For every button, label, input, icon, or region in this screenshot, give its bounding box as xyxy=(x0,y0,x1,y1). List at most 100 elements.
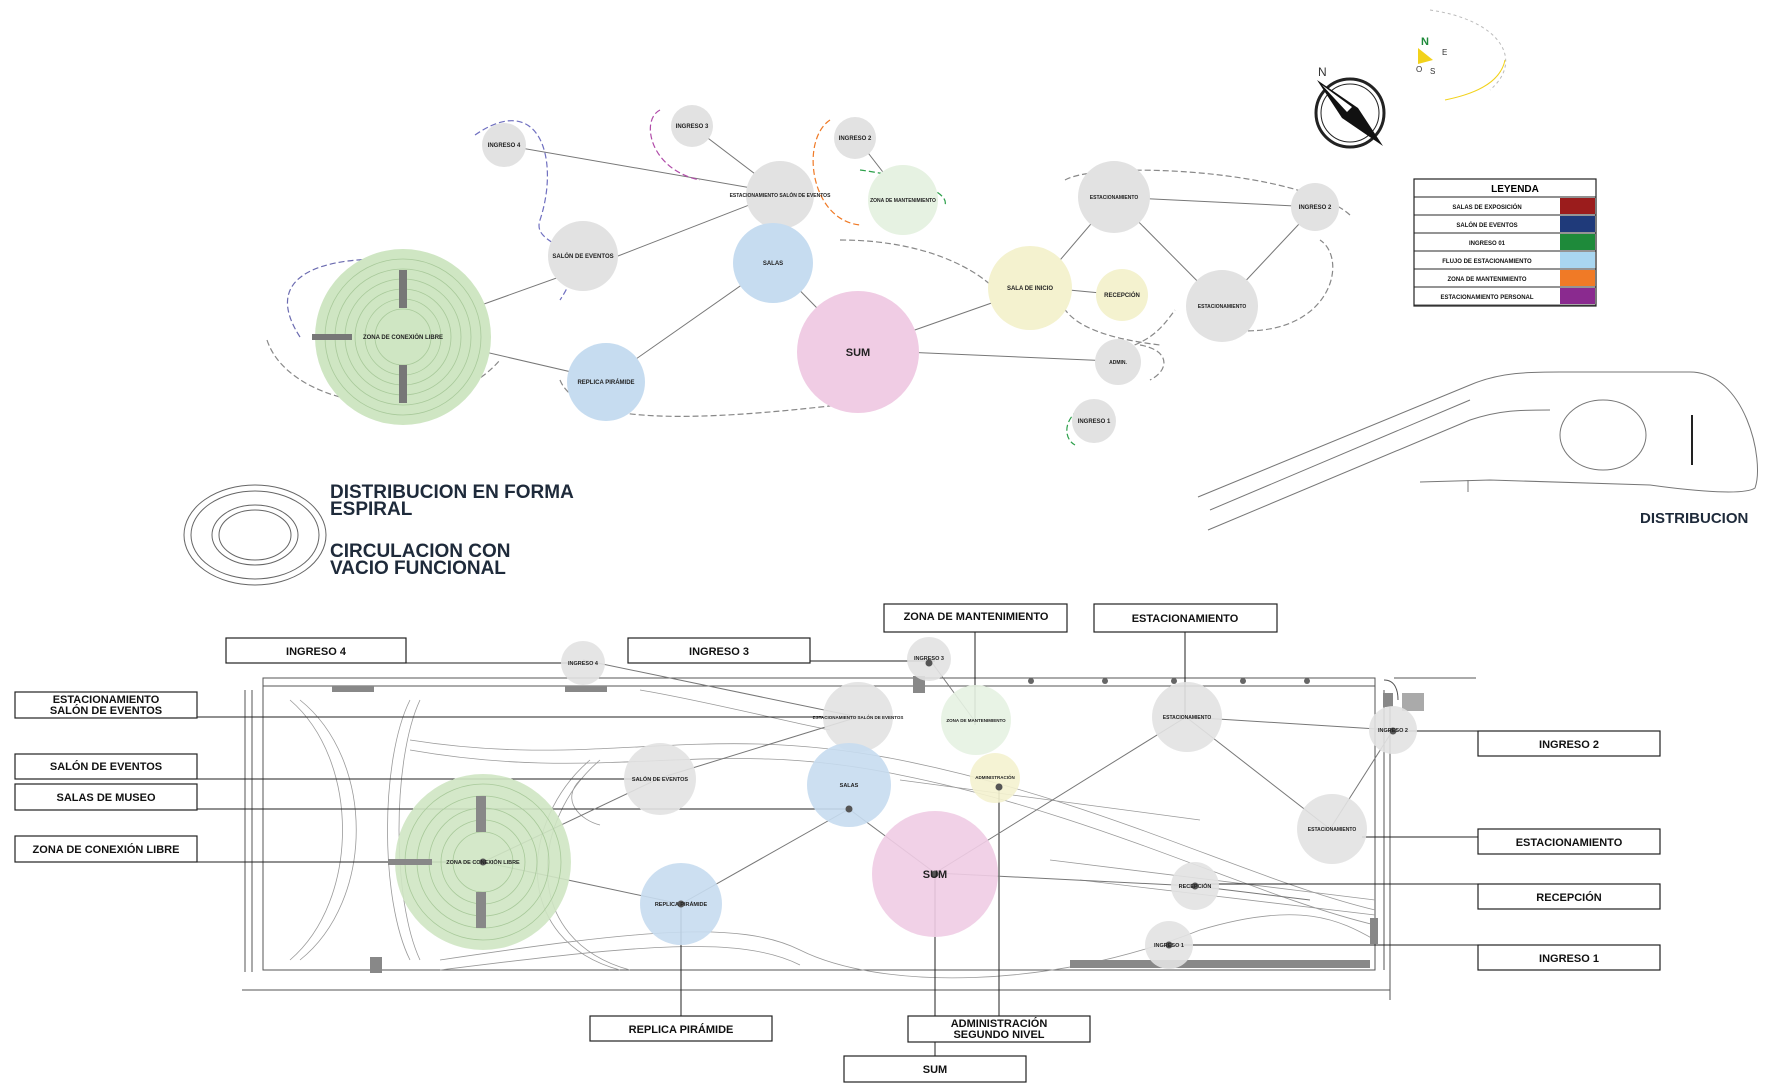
conexion-stairs xyxy=(312,270,407,403)
svg-text:N: N xyxy=(1421,36,1429,48)
bubble-ing1 xyxy=(1072,399,1116,443)
distribucion-label: DISTRIBUCION xyxy=(1640,510,1748,527)
label-sala-inicio: SALA DE INICIO xyxy=(1007,286,1053,292)
callout-box-sum xyxy=(843,1055,1027,1083)
svg-text:E: E xyxy=(1442,48,1447,57)
site-plan-frame xyxy=(242,677,1476,1000)
callout-zona-mant: ZONA DE MANTENIMIENTO xyxy=(904,611,1049,623)
label-est-salon: ESTACIONAMIENTO SALÓN DE EVENTOS xyxy=(730,191,832,199)
svg-text:O: O xyxy=(1416,65,1422,74)
legend-label: INGRESO 01 xyxy=(1469,241,1506,247)
bubble-admin xyxy=(1095,339,1141,385)
plan-label-ing4: INGRESO 4 xyxy=(568,661,599,667)
legend-label: SALAS DE EXPOSICIÓN xyxy=(1452,203,1521,211)
bubble-est-salon xyxy=(746,161,814,229)
plan-bubble-ing4 xyxy=(561,641,605,685)
plan-label-admin: ADMINISTRACIÓN xyxy=(975,773,1015,780)
callout-box-recepcion xyxy=(1477,883,1661,910)
bubble-salon xyxy=(548,221,618,291)
concept-2-line2: VACIO FUNCIONAL xyxy=(330,558,506,579)
callout-estac-top: ESTACIONAMIENTO xyxy=(1132,613,1239,625)
plan-label-recep: RECEPCIÓN xyxy=(1179,882,1212,890)
plan-bubble-salas xyxy=(807,743,891,827)
callout-box-ingreso1 xyxy=(1477,944,1661,971)
callout-admin-2: SEGUNDO NIVEL xyxy=(953,1029,1044,1041)
plan-bubble-salon xyxy=(624,743,696,815)
top-bubbles xyxy=(315,105,1339,443)
callout-recepcion: RECEPCIÓN xyxy=(1536,891,1601,904)
bubble-salas xyxy=(733,223,813,303)
plan-conexion-stairs xyxy=(388,796,486,928)
callout-box-admin xyxy=(907,1015,1091,1043)
compass-icon: N N E S O xyxy=(1314,9,1507,149)
callout-conexion: ZONA DE CONEXIÓN LIBRE xyxy=(33,843,180,856)
callout-ingreso2: INGRESO 2 xyxy=(1539,739,1599,751)
plan-label-est-salon: ESTACIONAMIENTO SALÓN DE EVENTOS xyxy=(813,713,904,720)
callout-box-ingreso3 xyxy=(627,637,811,664)
legend-swatch xyxy=(1560,198,1595,214)
callout-replica: REPLICA PIRÁMIDE xyxy=(629,1023,734,1036)
legend-row: ESTACIONAMIENTO PERSONAL xyxy=(1413,286,1597,306)
callout-box-zona-mant xyxy=(883,603,1068,633)
callout-box-ingreso2 xyxy=(1477,730,1661,757)
bubble-estac2 xyxy=(1186,270,1258,342)
callout-box-ingreso4 xyxy=(225,637,407,664)
legend-swatch xyxy=(1560,288,1595,304)
plan-label-ing1: INGRESO 1 xyxy=(1154,943,1184,949)
plan-label-ing3: INGRESO 3 xyxy=(914,656,944,662)
concept-1-line2: ESPIRAL xyxy=(330,499,413,520)
bubble-conexion xyxy=(315,249,491,425)
callout-texts: INGRESO 4 INGRESO 3 ZONA DE MANTENIMIENT… xyxy=(33,611,1623,1076)
label-admin: ADMIN. xyxy=(1109,360,1127,366)
callout-box-salas-museo xyxy=(14,783,198,811)
callout-box-estac-right xyxy=(1477,828,1661,855)
bubble-ingreso-4 xyxy=(482,123,526,167)
svg-text:S: S xyxy=(1430,67,1435,76)
site-plan-hatch xyxy=(332,676,1424,973)
concept-1-line1: DISTRIBUCION EN FORMA xyxy=(330,482,574,503)
callout-box-estac-top xyxy=(1093,603,1278,633)
legend-label: SALÓN DE EVENTOS xyxy=(1456,221,1517,229)
plan-label-mant: ZONA DE MANTENIMIENTO xyxy=(946,718,1006,723)
legend-row: SALÓN DE EVENTOS xyxy=(1413,214,1597,234)
legend-title: LEYENDA xyxy=(1491,184,1539,195)
label-conexion: ZONA DE CONEXIÓN LIBRE xyxy=(363,333,443,341)
label-estac2: ESTACIONAMIENTO xyxy=(1198,304,1247,310)
plan-bubble-mant xyxy=(941,685,1011,755)
distribucion-sketch xyxy=(1197,371,1758,531)
plan-label-replica: REPLICA PIRÁMIDE xyxy=(655,901,708,908)
spiral-concept-icon xyxy=(183,484,327,586)
label-sum: SUM xyxy=(846,347,870,359)
plan-label-ing2: INGRESO 2 xyxy=(1378,728,1408,734)
svg-text:N: N xyxy=(1318,65,1327,79)
callout-box-estac-salon xyxy=(14,691,198,719)
plan-bubble-estac xyxy=(1152,682,1222,752)
bubble-sum xyxy=(797,291,919,413)
legend-row: INGRESO 01 xyxy=(1413,232,1597,252)
concept-text: DISTRIBUCION EN FORMA ESPIRAL CIRCULACIO… xyxy=(330,482,574,579)
bubble-replica xyxy=(567,343,645,421)
label-estac1: ESTACIONAMIENTO xyxy=(1090,195,1139,201)
legend-label: ZONA DE MANTENIMIENTO xyxy=(1448,277,1527,283)
label-salas: SALAS xyxy=(763,261,783,267)
plan-bubble-est-salon xyxy=(823,682,893,752)
legend-label: ESTACIONAMIENTO PERSONAL xyxy=(1440,295,1533,301)
plan-label-salon: SALÓN DE EVENTOS xyxy=(632,775,688,783)
concept-2-line1: CIRCULACION CON xyxy=(330,541,511,562)
label-ing3: INGRESO 3 xyxy=(676,124,709,130)
plan-label-estac: ESTACIONAMIENTO xyxy=(1163,715,1212,721)
label-ing1: INGRESO 1 xyxy=(1078,419,1111,425)
plan-label-sum: SUM xyxy=(923,869,947,881)
bubble-recepcion xyxy=(1096,269,1148,321)
legend-label: FLUJO DE ESTACIONAMIENTO xyxy=(1442,259,1532,265)
label-salon: SALÓN DE EVENTOS xyxy=(552,252,613,260)
label-ing4: INGRESO 4 xyxy=(488,143,521,149)
plan-label-conexion: ZONA DE CONEXIÓN LIBRE xyxy=(446,858,520,866)
label-recepcion: RECEPCIÓN xyxy=(1104,291,1140,299)
label-ing2-top: INGRESO 2 xyxy=(839,136,872,142)
plan-bubble-ing3 xyxy=(907,637,951,681)
legend-items: SALAS DE EXPOSICIÓN SALÓN DE EVENTOS INGRE… xyxy=(1413,196,1597,306)
plan-bubbles xyxy=(395,637,1417,969)
legend-swatch xyxy=(1560,270,1595,286)
